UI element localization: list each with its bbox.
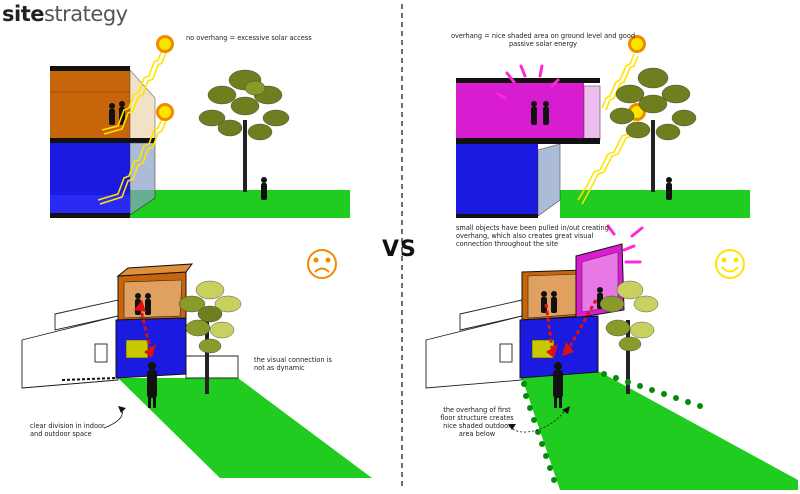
sun-ray-lines [97, 47, 168, 205]
sad-face-icon [307, 249, 337, 279]
annotation-clear-division: clear division in indoor and outdoor spa… [30, 422, 105, 438]
visual-connection-arrow [134, 300, 156, 358]
person-silhouette [553, 362, 563, 408]
annotation-overhang: overhang = nice shaded area on ground le… [450, 32, 636, 48]
white-wall [21, 299, 239, 389]
vs-label: VS [382, 237, 417, 262]
page-title: sitestrategy [2, 2, 128, 26]
annotation-overhang-shade: the overhang of first floor structure cr… [440, 406, 514, 438]
sun-ray-lines [577, 53, 639, 205]
top-right-scene [456, 35, 750, 218]
people-silhouette [531, 101, 549, 125]
lower-glass [537, 143, 561, 217]
upper-glass [583, 85, 601, 141]
sun-icon [156, 103, 174, 121]
tree [178, 280, 242, 394]
lower-volume [456, 144, 538, 216]
grass-lawn [118, 378, 372, 478]
sun-icon [156, 35, 174, 53]
visual-connection-arrow [544, 299, 598, 358]
grass-ground [560, 190, 750, 218]
title-light: strategy [43, 2, 128, 26]
hedge-dots [521, 371, 703, 483]
leader-line [509, 407, 567, 433]
person-silhouette [666, 177, 672, 200]
top-left-scene [50, 35, 350, 218]
tree [599, 280, 659, 394]
grass-lawn [522, 372, 798, 490]
annotation-visual-connection: the visual connection is not as dynamic [254, 356, 332, 372]
bottom-right-scene [425, 224, 798, 490]
tree [198, 69, 290, 192]
person-silhouette [261, 177, 267, 200]
highlight-rays [606, 224, 644, 264]
happy-face-icon [715, 249, 745, 279]
title-bold: site [2, 2, 44, 26]
highlight-rays [496, 64, 560, 100]
annotation-small-objects: small objects have been pulled in/out cr… [456, 224, 609, 248]
person-silhouette [147, 362, 157, 408]
sun-icon [628, 35, 646, 53]
annotation-no-overhang: no overhang = excessive solar access [186, 34, 312, 42]
tree [609, 67, 697, 192]
white-wall [425, 299, 523, 389]
bottom-left-scene [21, 249, 372, 478]
grass-ground [130, 190, 350, 218]
upper-volume [456, 82, 584, 140]
upper-volume [50, 70, 130, 140]
